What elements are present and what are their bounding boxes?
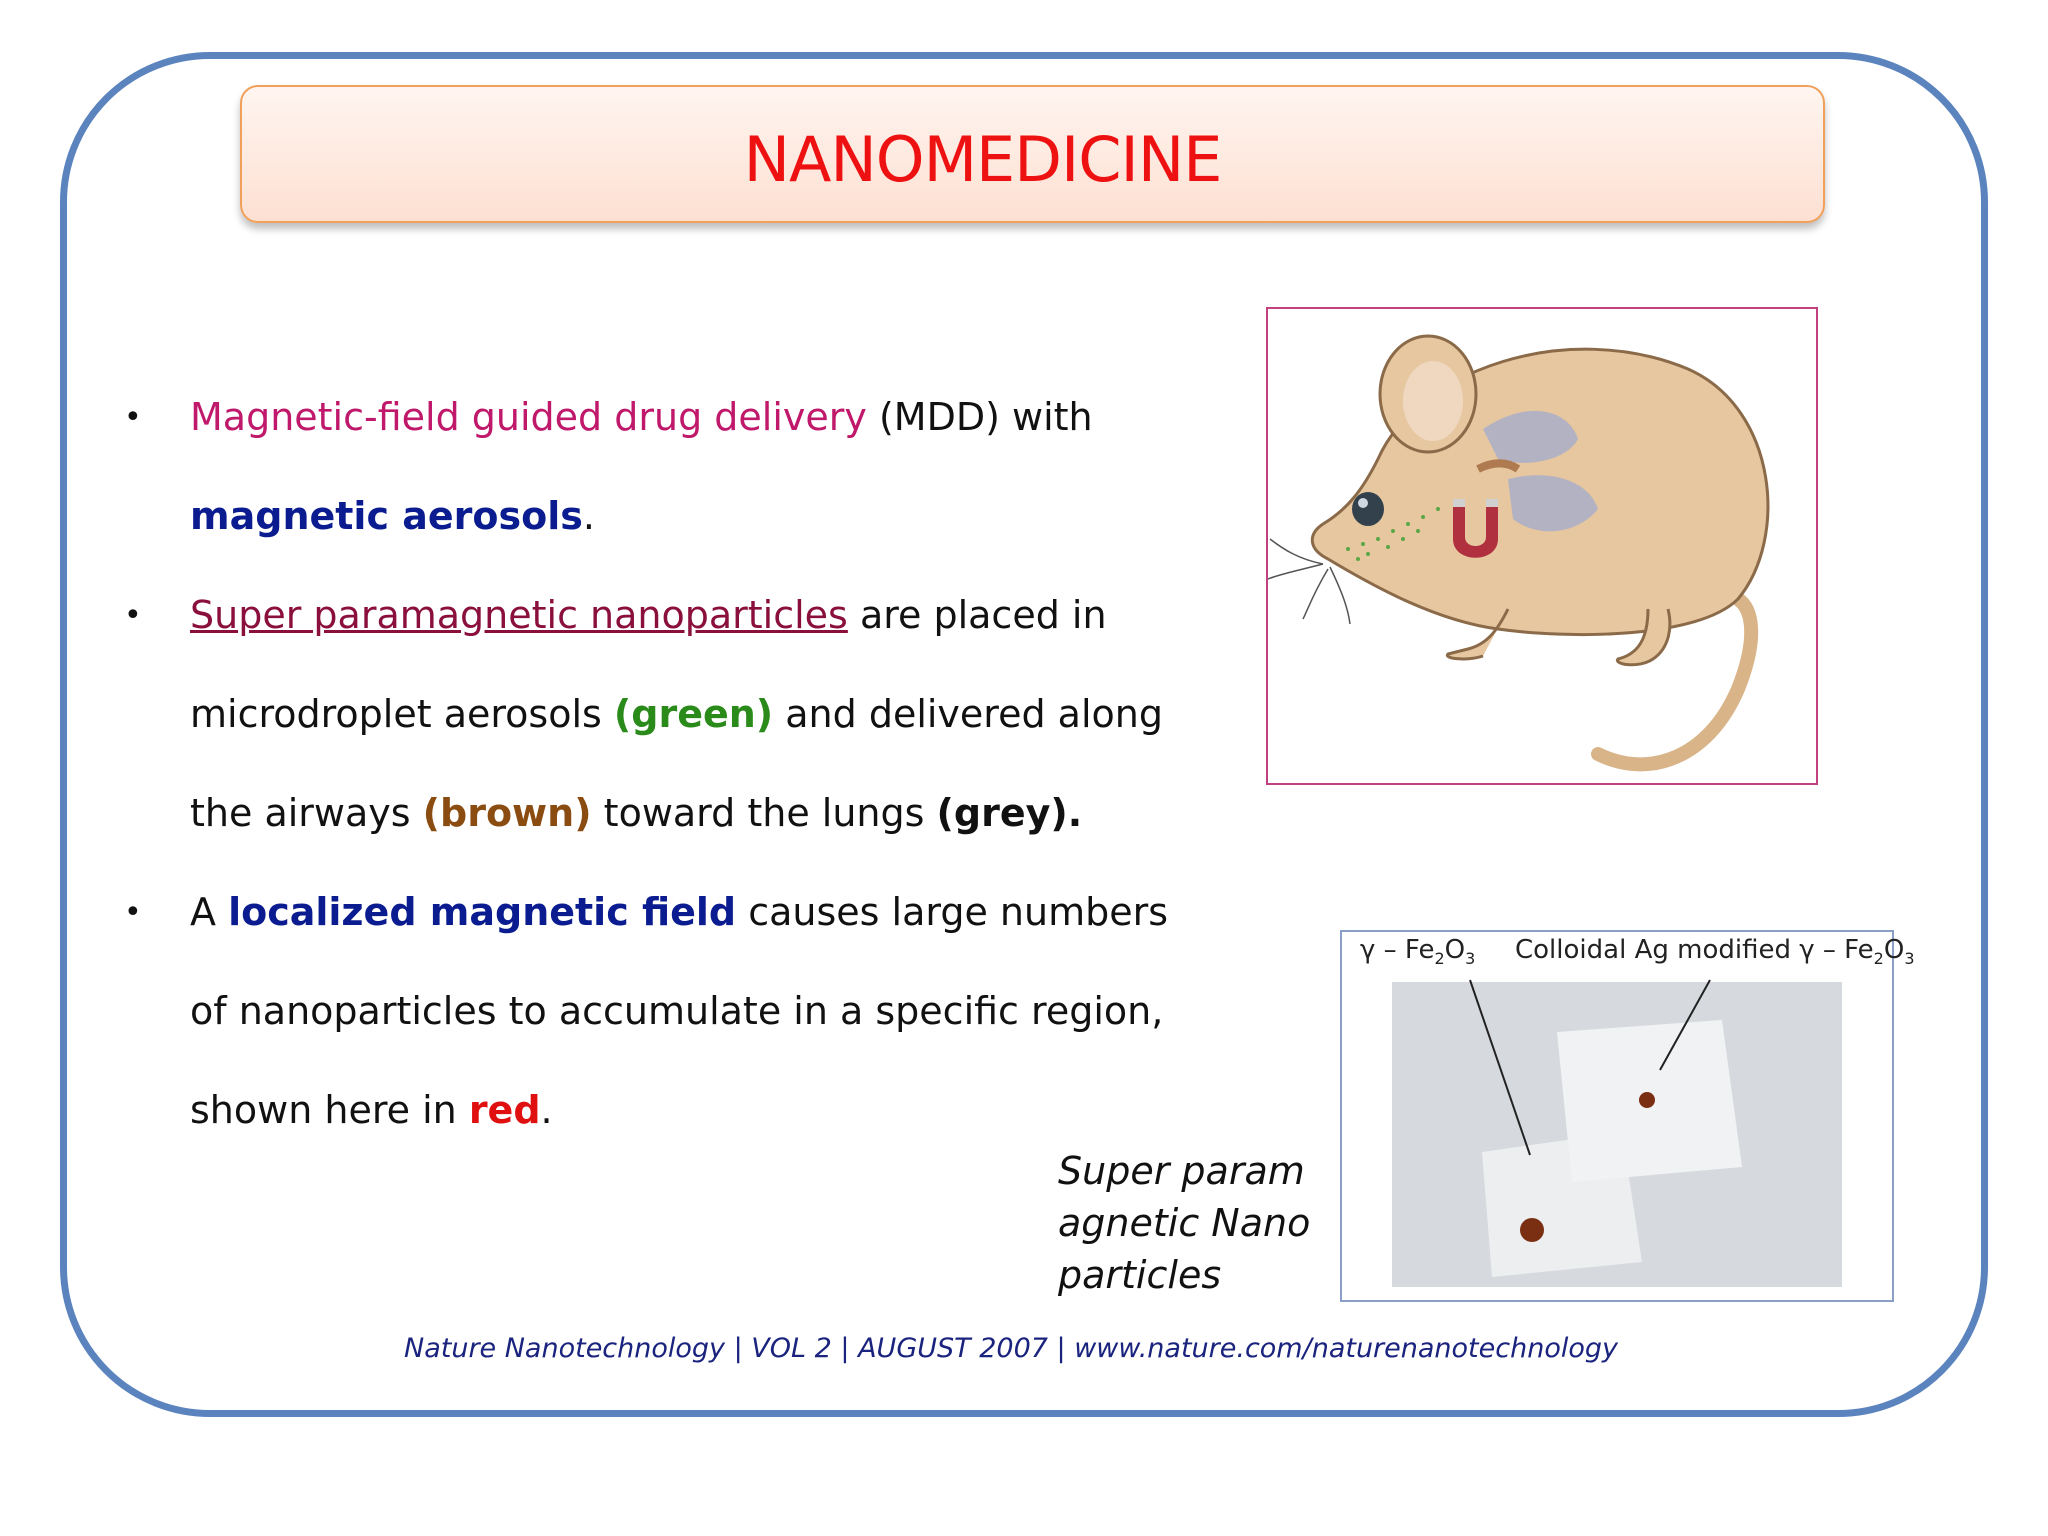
photo-label-sub: 2 <box>1434 949 1445 969</box>
photo-label-sub: 3 <box>1904 949 1915 969</box>
callout-line <box>1469 979 1531 1156</box>
photo-label-text: γ – Fe <box>1360 935 1435 965</box>
bullet-text: (MDD) with <box>866 395 1093 439</box>
photo-label-left: γ – Fe2O3 <box>1360 935 1475 968</box>
bullet-text: toward the lungs <box>591 791 937 835</box>
bullet-item: • Super paramagnetic nanoparticles are p… <box>120 566 1190 863</box>
bullet-text: localized magnetic field <box>228 890 737 934</box>
bullet-text: (grey). <box>936 791 1083 835</box>
bullet-item: • Magnetic-field guided drug delivery (M… <box>120 368 1190 566</box>
photo-label-right: Colloidal Ag modified γ – Fe2O3 <box>1515 935 1915 968</box>
slide-frame <box>60 52 1988 1417</box>
photo-label-text: Colloidal Ag modified γ – Fe <box>1515 935 1874 965</box>
bullet-text: red <box>468 1088 541 1132</box>
bullet-text: causes large numbers of nanoparticles to… <box>190 890 1169 1132</box>
photo-label-sub: 3 <box>1465 949 1476 969</box>
slide-title: NANOMEDICINE <box>743 123 1223 196</box>
citation-footer: Nature Nanotechnology | VOL 2 | AUGUST 2… <box>404 1333 1618 1364</box>
bullet-text: Super paramagnetic nanoparticles <box>190 593 848 637</box>
bullet-text: (green) <box>613 692 774 736</box>
bullet-text: and delivered along the airways <box>190 692 1163 835</box>
photo-label-text: O <box>1444 935 1466 965</box>
bullet-text: A <box>190 890 229 934</box>
bullet-dot: • <box>124 598 142 633</box>
bullet-text: . <box>582 494 595 538</box>
photo-caption: Super paramagnetic Nanoparticles <box>1058 1149 1311 1297</box>
bullet-list: • Magnetic-field guided drug delivery (M… <box>120 368 1190 1160</box>
bullet-text: (brown) <box>422 791 592 835</box>
bullet-text: Magnetic-field guided drug delivery <box>190 395 867 439</box>
photo-label-sub: 2 <box>1873 949 1884 969</box>
nanoparticle-photo <box>1392 982 1842 1287</box>
photo-label-text: O <box>1883 935 1905 965</box>
callout-line <box>1659 979 1711 1071</box>
mouse-illustration <box>1266 307 1818 785</box>
title-banner: NANOMEDICINE <box>240 85 1825 223</box>
nanoparticle-photo-frame <box>1340 930 1894 1302</box>
bullet-text: . <box>540 1088 553 1132</box>
mouse-icon <box>1267 334 1770 772</box>
bullet-dot: • <box>124 400 142 435</box>
bullet-text: magnetic aerosols <box>190 494 583 538</box>
bullet-dot: • <box>124 895 142 930</box>
bullet-text: are placed in microdroplet aerosols <box>190 593 1107 736</box>
bullet-item: • A localized magnetic field causes larg… <box>120 863 1190 1160</box>
